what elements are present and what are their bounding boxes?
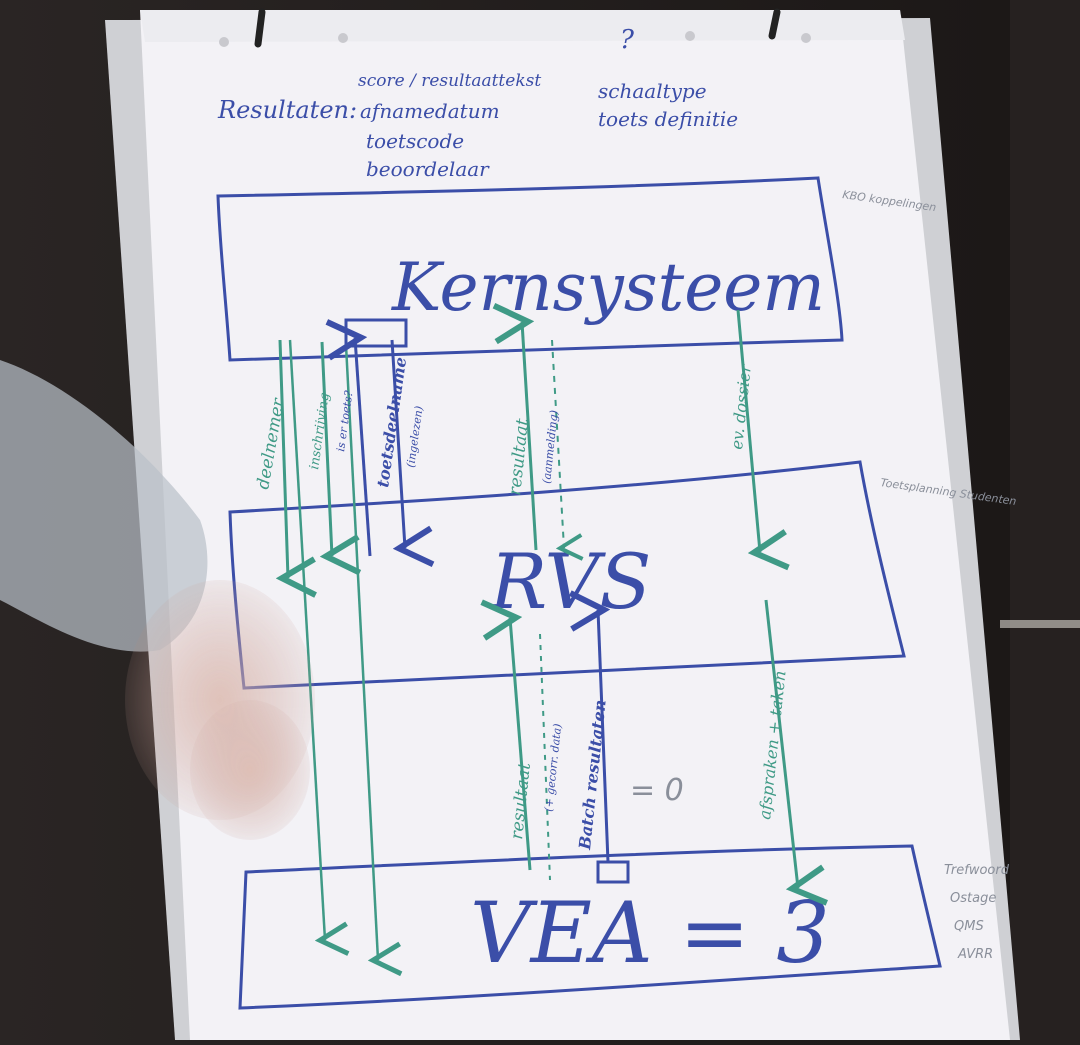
arrow-deelnemer [280,339,288,578]
marker-square-bottom [596,860,630,884]
question-mark: ? [620,25,635,55]
arrow-toetsdeelname-down [390,339,405,548]
header-notes: Resultaten: score / resultaattekst afnam… [217,71,738,181]
arrow-batch-resultaten [598,610,608,863]
header-item-code: toetscode [366,129,464,153]
faint-equals-mark: = 0 [630,773,684,808]
blurred-hand [0,360,315,840]
arrow-deelnemer-long [288,339,325,940]
arrow-inschrijving [322,341,332,556]
arrow-aanmelding-down [551,339,564,548]
arrow-afspraken [764,599,798,888]
label-rvs: RVS [488,537,651,626]
header-item-score: score / resultaattekst [358,71,541,91]
note-trefwoord: Trefwoord [944,863,1010,878]
marker-square-top [344,318,408,348]
note-ostage: Ostage [950,891,996,906]
box-kernsysteem [216,176,844,362]
note-qms: QMS [954,919,984,934]
header-item-definition: toets definitie [598,107,738,131]
label-vea: VEA = 3 [470,884,830,982]
paper-holes [219,31,811,47]
clip-hooks [254,8,781,48]
header-item-date: afnamedatum [360,99,500,123]
header-item-scale: schaaltype [598,79,707,103]
header-item-assessor: beoordelaar [366,157,490,181]
arrow-resultaat-from-vea [510,618,532,871]
arrow-toetsdeelname-up [355,338,372,557]
box-vea [238,844,942,1010]
arrow-inschrijving-long [344,344,378,960]
arrow-resultaat-up [522,322,538,551]
results-label: Resultaten: [217,96,357,124]
arrow-dossier [736,309,760,552]
arrow-gecorr-dotted [539,633,551,881]
note-avrr: AVRR [957,947,993,962]
label-kernsysteem: Kernsysteem [391,249,825,326]
paper-sheet [140,10,1010,1040]
flow-arrows [280,310,798,960]
